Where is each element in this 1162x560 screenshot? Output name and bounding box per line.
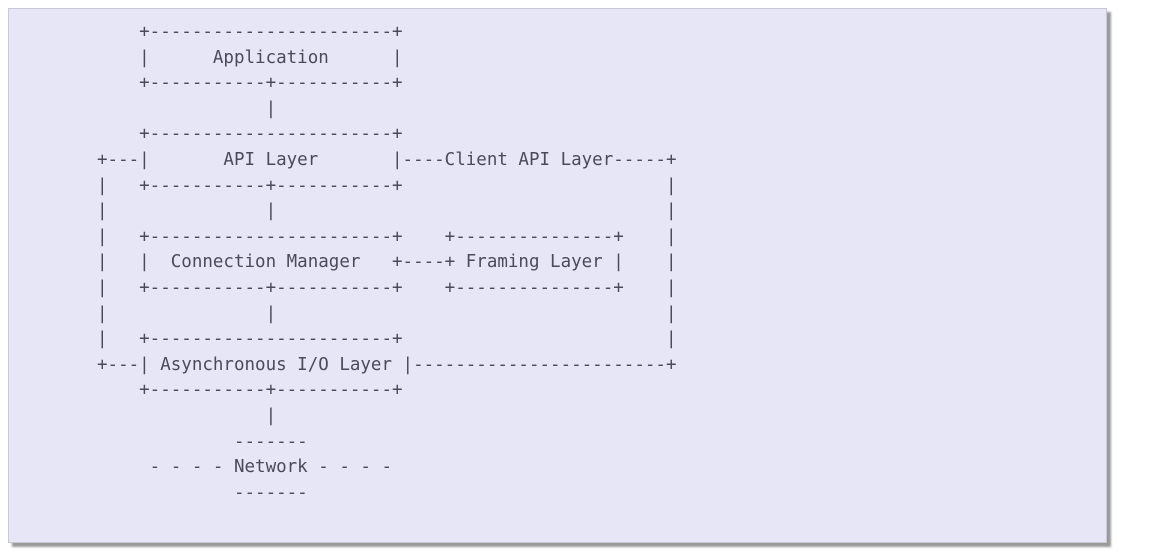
- diagram-line-api-bottom-border: | +-----------+-----------+ |: [97, 175, 677, 196]
- diagram-line-connection-bottom-border: | +-----------+-----------+ +-----------…: [97, 277, 677, 298]
- diagram-line-connector: | | |: [97, 303, 677, 324]
- diagram-line-application-bottom-border: +-----------+-----------+: [97, 73, 403, 94]
- diagram-line-api-layer: +---| API Layer |----Client API Layer---…: [97, 149, 677, 170]
- diagram-line-connector: |: [97, 98, 277, 119]
- ascii-architecture-diagram: +-----------------------+ | Application …: [97, 20, 676, 506]
- diagram-line-connector: |: [97, 405, 277, 426]
- diagram-line-network-top: -------: [97, 431, 308, 452]
- diagram-line-connection-manager: | | Connection Manager +----+ Framing La…: [97, 252, 677, 273]
- diagram-line-connection-top-border: | +-----------------------+ +-----------…: [97, 226, 677, 247]
- diagram-line-network-bottom: -------: [97, 482, 308, 503]
- diagram-line-application-box: | Application |: [97, 47, 403, 68]
- diagram-panel: +-----------------------+ | Application …: [8, 8, 1107, 543]
- diagram-line-async-top-border: | +-----------------------+ |: [97, 329, 677, 350]
- diagram-line-connector: | | |: [97, 201, 677, 222]
- diagram-line-application-top-border: +-----------------------+: [97, 22, 403, 42]
- diagram-line-async-io-layer: +---| Asynchronous I/O Layer |----------…: [97, 354, 677, 375]
- diagram-line-api-top-border: +-----------------------+: [97, 124, 403, 145]
- diagram-line-async-bottom-border: +-----------+-----------+: [97, 380, 403, 401]
- diagram-line-network: - - - - Network - - - -: [97, 457, 393, 478]
